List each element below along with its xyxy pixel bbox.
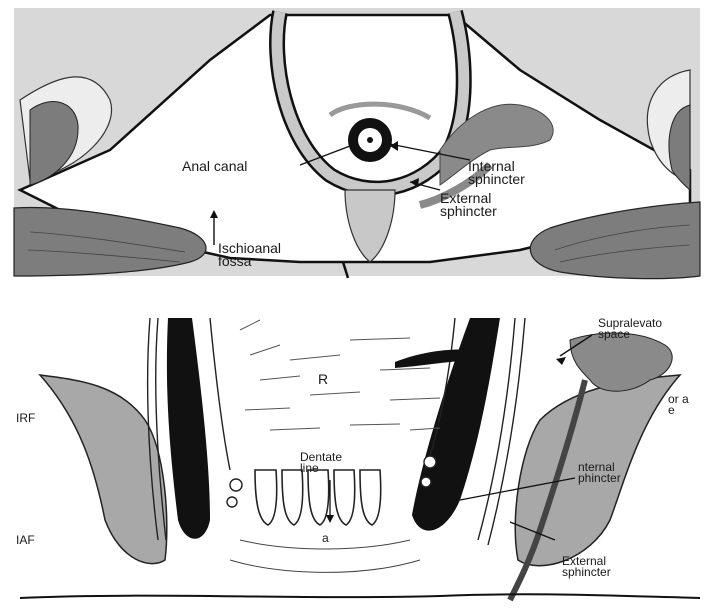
label-internal-sphincter-bottom: nternal phincter [578,462,621,484]
label-anal-a: a [322,533,329,544]
label-partial-or: or a e [668,394,689,416]
label-iaf: IAF [16,535,35,546]
bottom-panel [14,300,712,600]
label-internal-sphincter-top: Internal sphincter [468,160,525,186]
label-external-sphincter-bottom: External sphincter [562,556,611,578]
label-rectum: R [318,373,328,386]
label-external-sphincter-top: External sphincter [440,192,497,218]
label-irf: IRF [16,413,35,424]
top-panel [14,8,700,279]
label-supralevator-space: Supralevato space [598,318,662,340]
label-dentate-line: Dentate line [300,452,342,474]
label-ischioanal-fossa: Ischioanal fossa [218,242,281,268]
label-anal-canal: Anal canal [182,160,247,173]
anal-canal-lumen [367,137,373,143]
